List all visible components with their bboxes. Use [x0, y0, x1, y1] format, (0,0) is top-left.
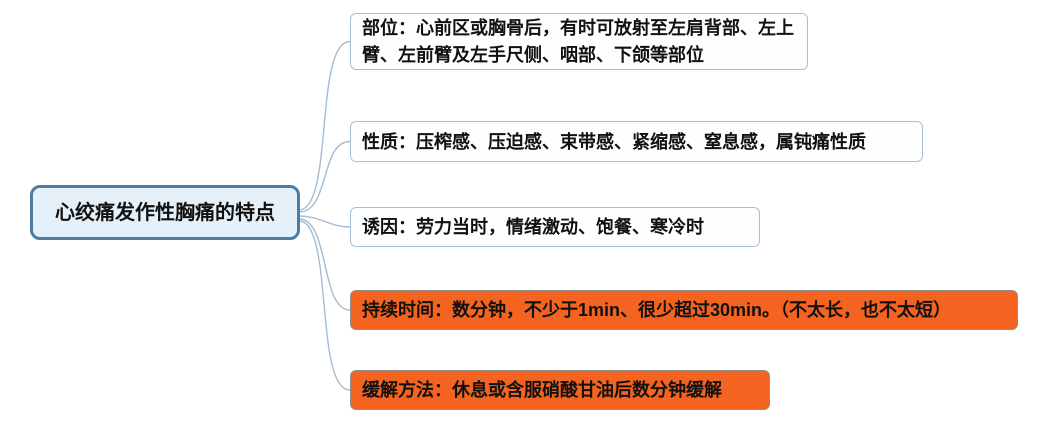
connector-line-relief	[298, 220, 351, 391]
root-node-label: 心绞痛发作性胸痛的特点	[55, 201, 275, 224]
branch-label-nature: 性质：压榨感、压迫感、束带感、紧缩感、窒息感，属钝痛性质	[362, 131, 866, 152]
branch-node-duration[interactable]: 持续时间：数分钟，不少于1min、很少超过30min。（不太长，也不太短）	[350, 290, 1018, 330]
branch-label-trigger: 诱因：劳力当时，情绪激动、饱餐、寒冷时	[362, 217, 704, 237]
branch-node-trigger[interactable]: 诱因：劳力当时，情绪激动、饱餐、寒冷时	[350, 207, 760, 247]
branch-node-location[interactable]: 部位：心前区或胸骨后，有时可放射至左肩背部、左上臂、左前臂及左手尺侧、咽部、下颌…	[350, 13, 808, 70]
branch-node-nature[interactable]: 性质：压榨感、压迫感、束带感、紧缩感、窒息感，属钝痛性质	[350, 121, 923, 162]
connector-line-nature	[298, 140, 351, 213]
branch-label-location: 部位：心前区或胸骨后，有时可放射至左肩背部、左上臂、左前臂及左手尺侧、咽部、下颌…	[362, 17, 794, 65]
branch-label-duration: 持续时间：数分钟，不少于1min、很少超过30min。（不太长，也不太短）	[362, 300, 952, 320]
connector-line-duration	[298, 218, 351, 311]
root-node[interactable]: 心绞痛发作性胸痛的特点	[30, 185, 300, 240]
connector-line-trigger	[298, 215, 351, 228]
connector-line-location	[298, 40, 351, 211]
branch-label-relief: 缓解方法：休息或含服硝酸甘油后数分钟缓解	[362, 380, 722, 400]
branch-node-relief[interactable]: 缓解方法：休息或含服硝酸甘油后数分钟缓解	[350, 370, 770, 410]
